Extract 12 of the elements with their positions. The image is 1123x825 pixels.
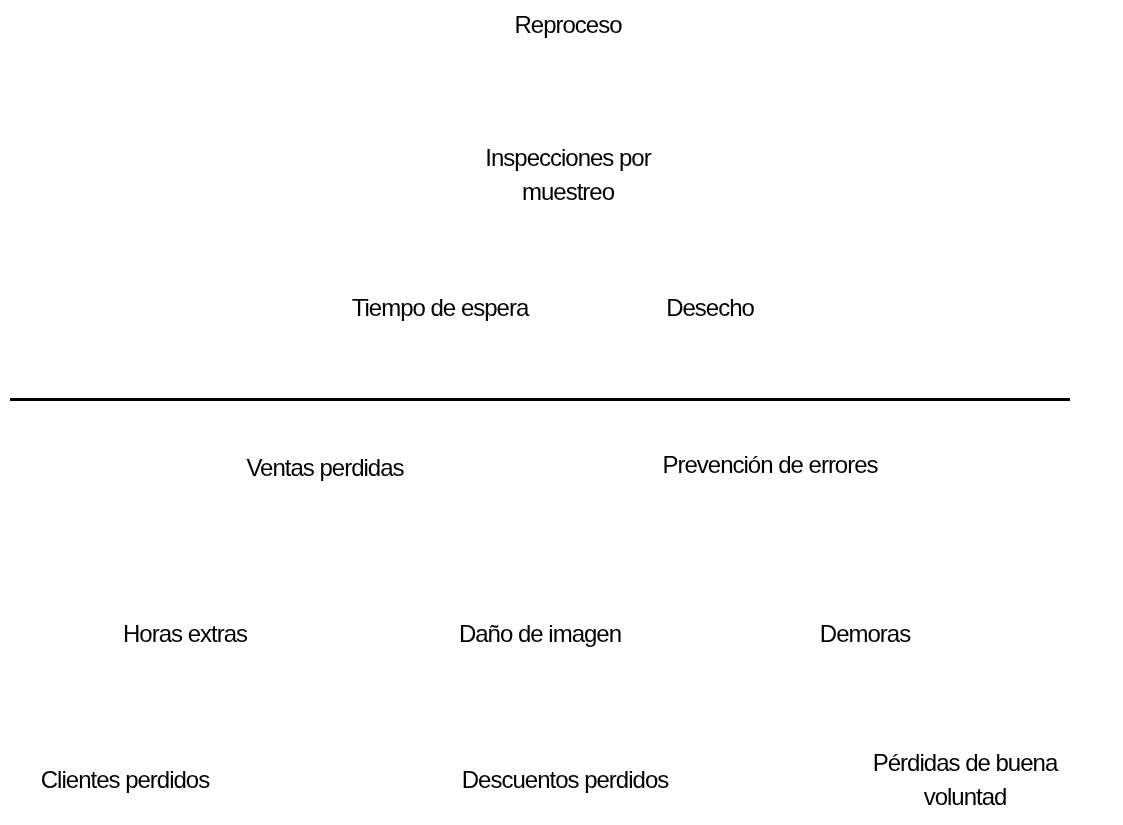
cost-label: Ventas perdidas <box>246 453 404 483</box>
cost-label: Prevención de errores <box>662 450 878 480</box>
cost-label: Inspecciones por muestreo <box>484 143 653 207</box>
cost-label: Descuentos perdidos <box>461 765 669 795</box>
cost-label: Daño de imagen <box>458 619 622 649</box>
cost-label: Horas extras <box>123 619 247 649</box>
cost-label: Clientes perdidos <box>40 765 210 795</box>
cost-label: Demoras <box>819 619 911 649</box>
cost-label: Reproceso <box>514 10 622 40</box>
cost-label: Desecho <box>666 293 754 323</box>
cost-label: Pérdidas de buena voluntad <box>871 748 1059 812</box>
cost-label: Tiempo de espera <box>351 293 529 323</box>
